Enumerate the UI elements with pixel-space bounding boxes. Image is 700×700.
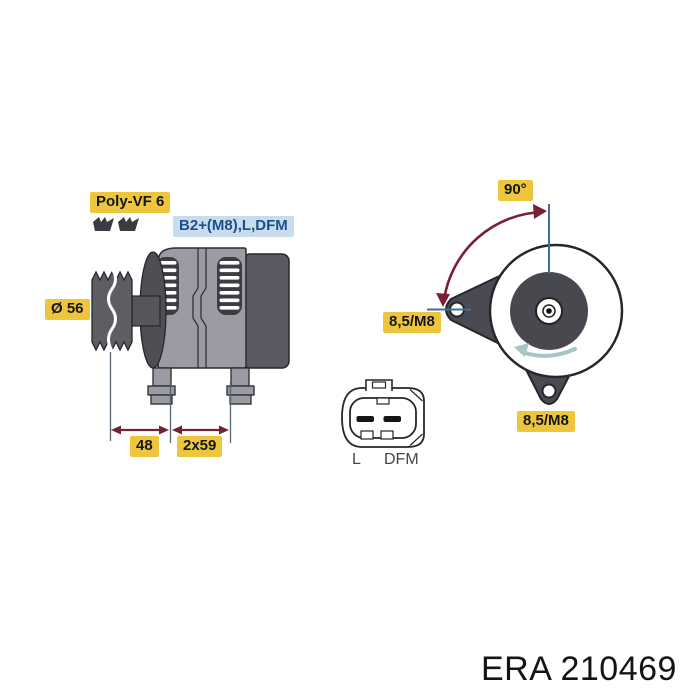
connector-key-top [376, 397, 390, 405]
connector-pinout [341, 379, 425, 448]
side-view [91, 247, 290, 405]
dimension-2x59-label: 2x59 [177, 436, 223, 457]
angle-arc-arrow [436, 204, 547, 307]
pulley-break-line [107, 267, 117, 353]
dimension-arrow-2x59 [172, 425, 229, 435]
front-view [427, 204, 624, 405]
dimension-arrow-48 [111, 425, 169, 435]
mounting-foot-rear [226, 367, 255, 405]
housing-divider-line [192, 248, 199, 368]
vent-slots-rear [219, 261, 240, 310]
angle-90-label: 90° [498, 180, 533, 201]
shaft-center-dot [546, 308, 552, 314]
pulley-diameter-label: Ø 56 [45, 299, 90, 320]
part-number: ERA 210469 [481, 650, 677, 688]
mount-hole-bottom-label: 8,5/M8 [517, 411, 575, 432]
rotation-arrow [514, 343, 577, 358]
connector-pin-left-label: L [352, 451, 361, 468]
connector-chamfer-lines [409, 389, 423, 446]
connector-pin-right-label: DFM [384, 451, 419, 468]
dimension-lines [109, 352, 232, 443]
belt-profile-icon [93, 217, 114, 231]
rear-cover [242, 253, 290, 369]
belt-profile-icon-2 [118, 217, 139, 231]
connector-tab-notch [371, 381, 387, 389]
connector-pin-l [356, 416, 374, 422]
pulley-hub [131, 295, 161, 327]
housing-divider-line-2 [200, 248, 207, 368]
belt-type-label: Poly-VF 6 [90, 192, 171, 213]
dimension-48-label: 48 [130, 436, 159, 457]
connector-pin-dfm [383, 416, 401, 422]
terminals-label: B2+(M8),L,DFM [173, 216, 294, 237]
mount-hole-bottom [541, 383, 557, 399]
mount-hole-left-label: 8,5/M8 [383, 312, 441, 333]
mounting-foot-front [147, 367, 176, 405]
connector-key-bottom-right [380, 430, 394, 440]
connector-key-bottom-left [360, 430, 374, 440]
